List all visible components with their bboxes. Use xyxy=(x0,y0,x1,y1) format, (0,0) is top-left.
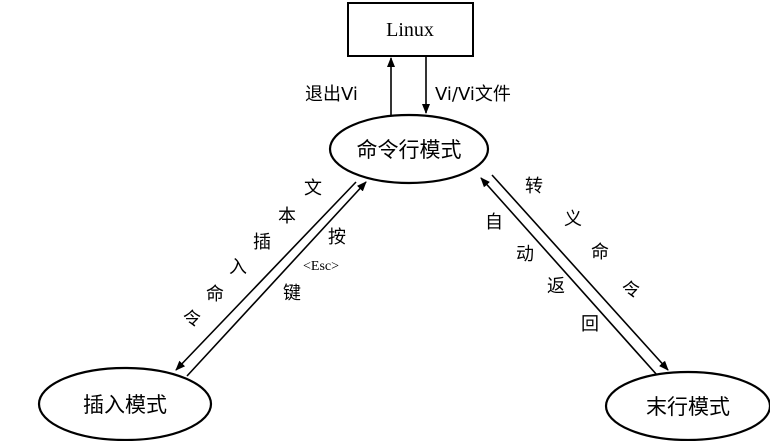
esc-return-arrow xyxy=(186,181,367,377)
key-label: 键 xyxy=(283,283,301,304)
command-mode-node: 命令行模式 xyxy=(328,113,490,185)
escape-command-char: 令 xyxy=(622,280,640,301)
auto-return-char: 返 xyxy=(547,276,565,297)
linux-node: Linux xyxy=(347,2,474,57)
insert-command-char: 命 xyxy=(206,284,224,305)
escape-command-char: 命 xyxy=(591,242,609,263)
insert-mode-node: 插入模式 xyxy=(37,366,213,441)
linux-label: Linux xyxy=(386,19,434,41)
press-label: 按 xyxy=(328,227,346,248)
insert-command-arrow xyxy=(175,181,357,371)
auto-return-char: 回 xyxy=(581,314,599,335)
open-vi-label: Vi/Vi文件 xyxy=(435,84,511,105)
auto-return-char: 自 xyxy=(485,212,503,233)
exit-vi-label: 退出Vi xyxy=(305,84,358,105)
lastline-mode-node: 末行模式 xyxy=(604,370,770,441)
insert-command-char: 插 xyxy=(253,232,271,253)
escape-command-arrow xyxy=(491,174,669,371)
insert-command-char: 文 xyxy=(304,178,322,199)
escape-command-char: 义 xyxy=(564,209,582,230)
esc-key-label: <Esc> xyxy=(303,259,339,274)
auto-return-label: 自 动 返 回 xyxy=(485,212,599,335)
escape-command-label: 转 义 命 令 xyxy=(525,176,640,301)
insert-command-char: 本 xyxy=(278,206,296,227)
insert-command-label: 文 本 插 入 命 令 xyxy=(183,178,322,330)
lastline-mode-label: 末行模式 xyxy=(646,395,730,419)
insert-command-char: 令 xyxy=(183,309,201,330)
auto-return-arrow xyxy=(480,177,658,376)
auto-return-char: 动 xyxy=(516,244,534,265)
command-mode-label: 命令行模式 xyxy=(357,138,462,162)
insert-command-char: 入 xyxy=(229,257,247,278)
escape-command-char: 转 xyxy=(525,176,543,197)
insert-mode-label: 插入模式 xyxy=(83,393,167,417)
